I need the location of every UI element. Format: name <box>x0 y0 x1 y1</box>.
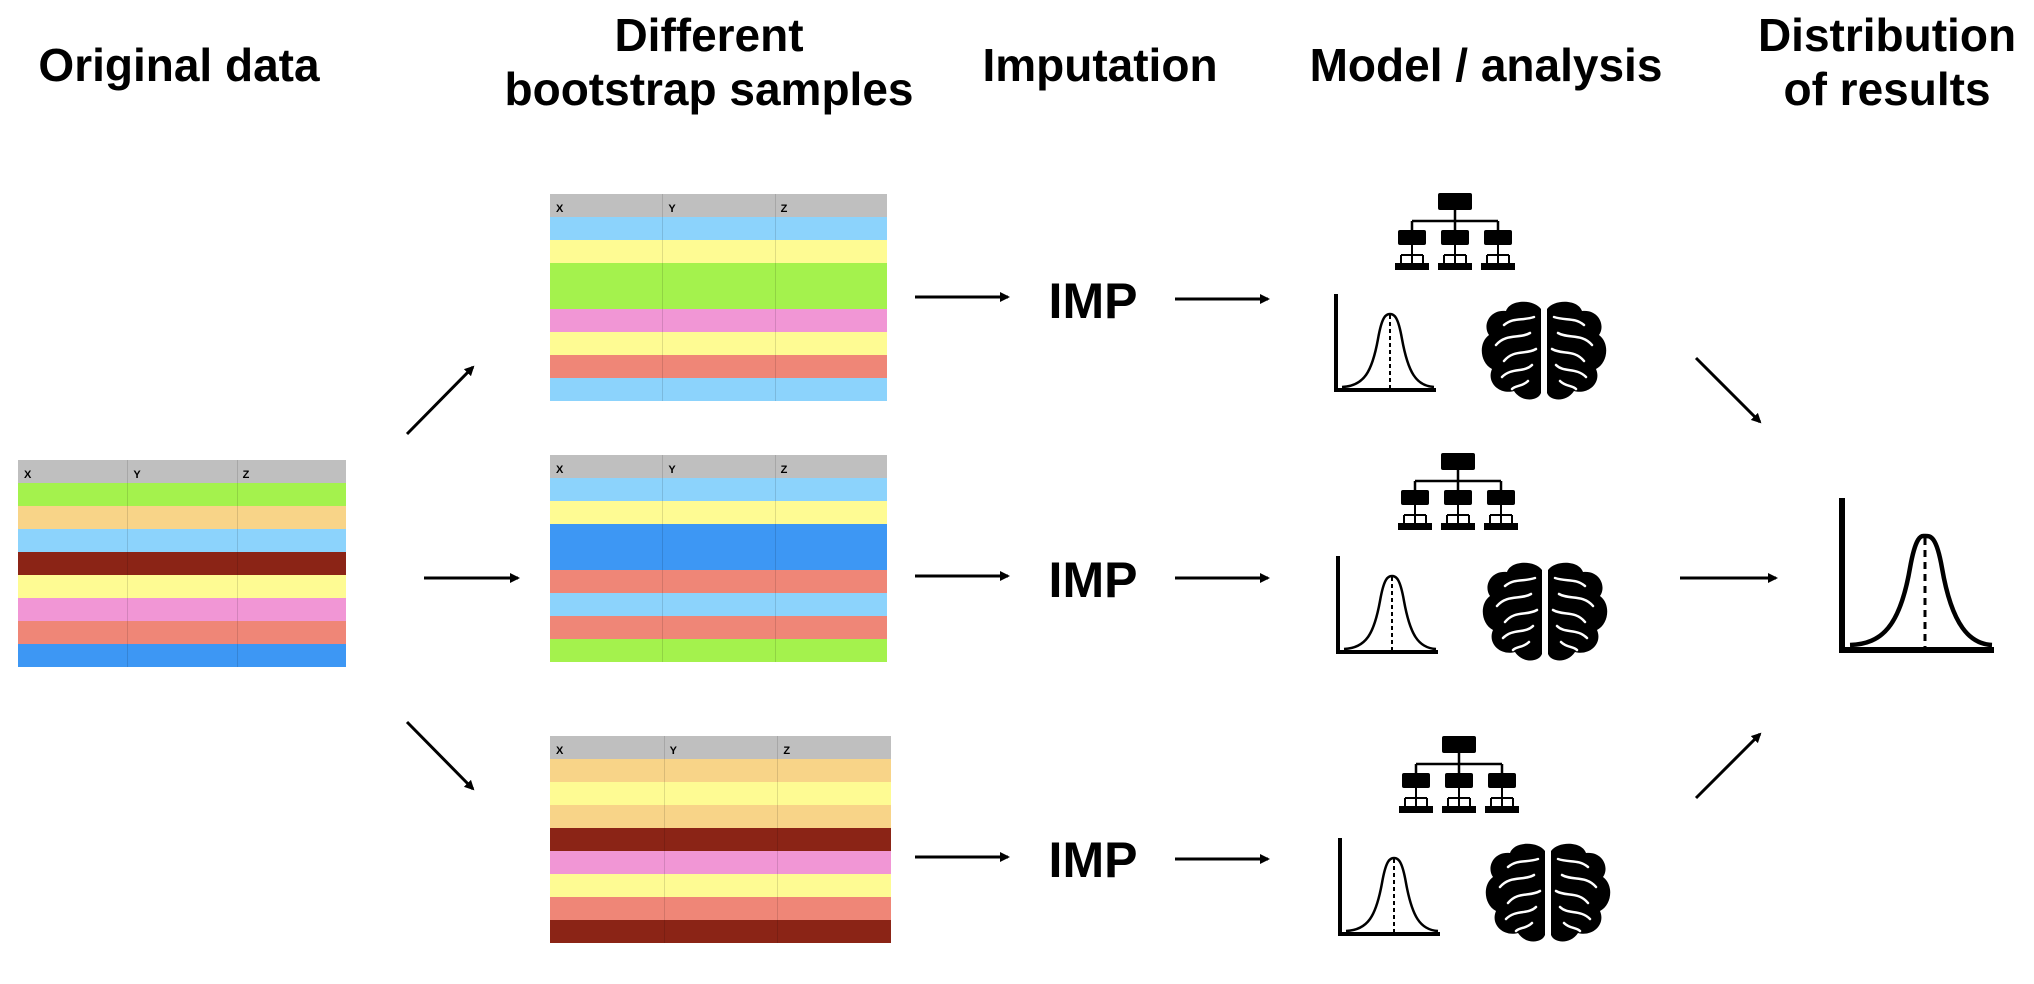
model-icons-2 <box>1336 451 1609 662</box>
decision-tree-icon <box>1397 734 1521 815</box>
header-imputation: Imputation <box>982 39 1218 91</box>
normal-curve-icon <box>1334 292 1438 392</box>
table-row <box>18 506 346 529</box>
normal-curve-icon <box>1338 836 1442 936</box>
table-row <box>550 920 891 943</box>
table-row <box>550 639 887 662</box>
header-distribution-of-results: Distribution of results <box>1757 9 2017 115</box>
column-header: Y <box>669 745 677 757</box>
arrow-model-1-to-result <box>1694 356 1762 424</box>
table-row <box>18 598 346 621</box>
table-row <box>550 332 887 355</box>
table-row <box>550 782 891 805</box>
table-row <box>550 570 887 593</box>
column-header: Z <box>783 745 791 757</box>
table-row <box>550 286 887 309</box>
column-header: Z <box>242 469 250 481</box>
table-row <box>550 851 891 874</box>
table-row <box>550 263 887 286</box>
arrow-original-to-sample-1 <box>405 365 475 436</box>
column-header: X <box>556 745 564 757</box>
imp-label-3: IMP <box>1048 832 1138 888</box>
model-icons-3 <box>1338 734 1612 943</box>
column-header: X <box>24 469 32 481</box>
imp-label-2: IMP <box>1048 552 1138 608</box>
decision-tree-icon <box>1393 191 1517 272</box>
table-row <box>550 547 887 570</box>
column-header: Y <box>668 464 676 476</box>
table-row <box>18 621 346 644</box>
table-row <box>550 874 891 897</box>
imp-label-1: IMP <box>1048 273 1138 329</box>
table-header-row: X Y Z <box>550 736 891 759</box>
table-header-row: X Y Z <box>550 194 887 217</box>
header-model-analysis: Model / analysis <box>1309 39 1663 91</box>
table-row <box>550 616 887 639</box>
table-row <box>550 355 887 378</box>
table-row <box>550 897 891 920</box>
header-original-data: Original data <box>38 39 320 91</box>
table-header-row: X Y Z <box>550 455 887 478</box>
column-header: X <box>556 464 564 476</box>
table-row <box>18 529 346 552</box>
column-header: Y <box>133 469 141 481</box>
normal-curve-icon <box>1336 554 1440 654</box>
column-header: Z <box>780 464 788 476</box>
column-header: Z <box>780 203 788 215</box>
column-header: X <box>556 203 564 215</box>
table-row <box>550 828 891 851</box>
bootstrap-sample-table-2: X Y Z <box>550 455 887 662</box>
table-row <box>550 524 887 547</box>
arrow-original-to-sample-3 <box>405 720 475 791</box>
table-header-row: X Y Z <box>18 460 346 483</box>
bootstrap-sample-table-1: X Y Z <box>550 194 887 401</box>
table-row <box>18 644 346 667</box>
brain-icon <box>1480 300 1608 401</box>
table-row <box>550 759 891 782</box>
table-row <box>550 501 887 524</box>
arrow-model-3-to-result <box>1694 732 1762 800</box>
table-row <box>18 483 346 506</box>
brain-icon <box>1484 842 1612 943</box>
table-row <box>18 552 346 575</box>
table-row <box>550 309 887 332</box>
brain-icon <box>1481 561 1609 662</box>
table-row <box>18 575 346 598</box>
table-row <box>550 805 891 828</box>
header-bootstrap-samples: Different bootstrap samples <box>504 9 914 115</box>
table-row <box>550 378 887 401</box>
result-distribution-icon <box>1839 498 1994 653</box>
table-row <box>550 478 887 501</box>
table-row <box>550 593 887 616</box>
original-data-table: X Y Z <box>18 460 346 667</box>
table-row <box>550 217 887 240</box>
bootstrap-sample-table-3: X Y Z <box>550 736 891 943</box>
table-row <box>550 240 887 263</box>
decision-tree-icon <box>1396 451 1520 532</box>
column-header: Y <box>668 203 676 215</box>
model-icons-1 <box>1334 191 1608 401</box>
